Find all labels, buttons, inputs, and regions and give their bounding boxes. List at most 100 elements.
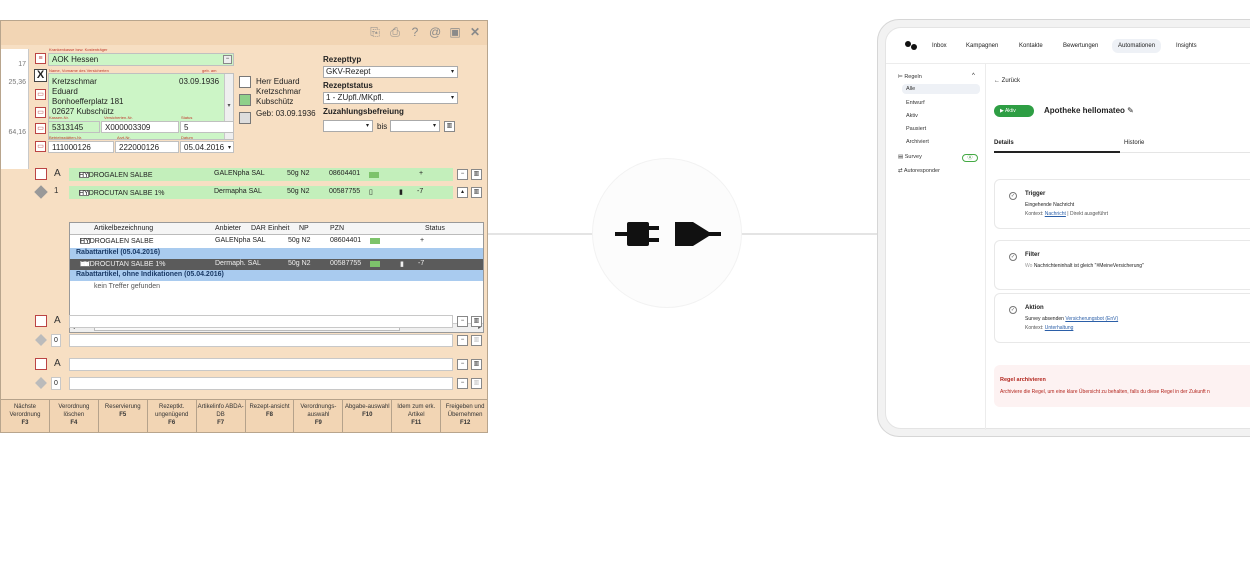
split-icon[interactable]: ▥ bbox=[471, 335, 482, 346]
empty-article-row[interactable] bbox=[69, 334, 453, 347]
col-einheit[interactable]: Einheit bbox=[268, 225, 290, 232]
calendar-icon[interactable]: ▭ bbox=[35, 89, 46, 100]
trash-icon[interactable]: ▥ bbox=[471, 359, 482, 370]
check-icon[interactable] bbox=[239, 94, 251, 106]
nav-automationen[interactable]: Automationen bbox=[1112, 39, 1162, 53]
clear-icon[interactable]: ▥ bbox=[444, 121, 455, 132]
clipboard-icon[interactable]: ⎘ bbox=[370, 25, 380, 39]
nav-bewertungen[interactable]: Bewertungen bbox=[1063, 43, 1099, 49]
printer-icon[interactable]: ⎙ bbox=[390, 25, 400, 39]
minus-icon[interactable]: − bbox=[223, 55, 232, 64]
empty-article-row[interactable] bbox=[69, 377, 453, 390]
sidebar-item-aktiv[interactable]: Aktiv bbox=[906, 113, 918, 119]
context-link[interactable]: Nachricht bbox=[1044, 211, 1066, 217]
kassen-nr-field[interactable]: 5313145 bbox=[48, 121, 100, 133]
filter-card[interactable]: ✓ Filter Wo Nachrichteninhalt ist gleich… bbox=[994, 240, 1250, 290]
doctor-card-icon[interactable] bbox=[239, 76, 251, 88]
col-np[interactable]: NP bbox=[299, 225, 309, 232]
status-toggle[interactable]: ▶ Aktiv bbox=[994, 105, 1034, 117]
split-icon[interactable]: ▥ bbox=[471, 378, 482, 389]
edit-icon[interactable]: ✎ bbox=[1127, 106, 1134, 115]
patient-scroll[interactable]: ▾ bbox=[224, 74, 233, 139]
rx-icon[interactable] bbox=[35, 168, 47, 180]
delete-x-icon[interactable]: X bbox=[34, 69, 47, 82]
article-row[interactable]: HYDROGALEN SALBE GALENpha SAL 50g N2 086… bbox=[69, 168, 453, 181]
nav-inbox[interactable]: Inbox bbox=[932, 43, 947, 49]
minus-button[interactable]: − bbox=[457, 335, 468, 346]
sidebar-item-autoresponder[interactable]: ⇄ Autoresponder bbox=[898, 168, 940, 174]
window-icon[interactable]: ▣ bbox=[449, 25, 461, 39]
trigger-card[interactable]: ✓ Trigger Eingehende Nachricht Kontext: … bbox=[994, 179, 1250, 229]
rezeptstatus-select[interactable]: 1 - ZUpfl./MKpfl.▾ bbox=[323, 92, 458, 104]
chevron-left-icon[interactable]: ◂ bbox=[72, 325, 76, 331]
rx-icon[interactable] bbox=[35, 358, 47, 370]
up-button[interactable]: ▴ bbox=[457, 187, 468, 198]
diamond-icon[interactable] bbox=[35, 334, 47, 346]
calendar-icon[interactable]: ▭ bbox=[35, 141, 46, 152]
sidebar-item-entwurf[interactable]: Entwurf bbox=[906, 100, 925, 106]
col-status[interactable]: Status bbox=[425, 225, 445, 232]
diamond-icon[interactable] bbox=[35, 377, 47, 389]
nav-kampagnen[interactable]: Kampagnen bbox=[966, 43, 999, 49]
help-icon[interactable]: ? bbox=[411, 25, 419, 39]
sidebar-item-pausiert[interactable]: Pausiert bbox=[906, 126, 927, 132]
chevron-down-icon[interactable]: ▾ bbox=[227, 145, 231, 151]
calendar-icon[interactable]: ▭ bbox=[35, 107, 46, 118]
datum-field[interactable]: 05.04.2016 ▾ bbox=[180, 141, 234, 153]
archive-section[interactable]: Regel archivieren Archiviere die Regel, … bbox=[994, 365, 1250, 407]
col-anbieter[interactable]: Anbieter bbox=[215, 225, 242, 232]
at-icon[interactable]: @ bbox=[429, 25, 442, 39]
minus-button[interactable]: − bbox=[457, 316, 468, 327]
versicherten-nr-field[interactable]: X000003309 bbox=[101, 121, 179, 133]
sidebar-item-archiviert[interactable]: Archiviert bbox=[906, 139, 929, 145]
kasse-icon[interactable]: ≡ bbox=[35, 53, 46, 64]
status-field[interactable]: 5 bbox=[180, 121, 234, 133]
calendar-icon[interactable]: ▭ bbox=[35, 123, 46, 134]
nav-kontakte[interactable]: Kontakte bbox=[1019, 43, 1043, 49]
bs-nr-field[interactable]: 111000126 bbox=[48, 141, 114, 153]
kasse-field[interactable]: AOK Hessen − bbox=[48, 53, 234, 66]
sidebar-item-alle[interactable]: Alle bbox=[902, 84, 980, 94]
diamond-icon[interactable] bbox=[34, 185, 48, 199]
context-link[interactable]: Unterhaltung bbox=[1044, 325, 1074, 331]
back-link[interactable]: ← Zurück bbox=[994, 78, 1021, 84]
action-link[interactable]: Versicherungsbot (EnV) bbox=[1065, 316, 1119, 322]
trash-icon[interactable]: ▥ bbox=[471, 316, 482, 327]
sidebar-item-survey[interactable]: ▤ Survey bbox=[898, 154, 922, 160]
close-icon[interactable]: ✕ bbox=[469, 25, 481, 39]
empty-article-row[interactable] bbox=[69, 358, 453, 371]
minus-button[interactable]: − bbox=[457, 359, 468, 370]
grid-row-selected[interactable]: HYDROCUTAN SALBE 1% Dermaph. SAL 50g N2 … bbox=[70, 259, 483, 270]
nav-insights[interactable]: Insights bbox=[1176, 43, 1197, 49]
tab-historie[interactable]: Historie bbox=[1124, 140, 1145, 146]
rx-icon[interactable] bbox=[35, 315, 47, 327]
arzt-nr-field[interactable]: 222000126 bbox=[115, 141, 179, 153]
col-pzn[interactable]: PZN bbox=[330, 225, 344, 232]
zuzahlung-to-select[interactable]: ▾ bbox=[390, 120, 440, 132]
rezepttyp-select[interactable]: GKV-Rezept▾ bbox=[323, 66, 458, 78]
empty-article-row[interactable] bbox=[69, 315, 453, 328]
grid-row[interactable]: HYDROGALEN SALBE GALENpha SAL 50g N2 086… bbox=[70, 236, 483, 247]
article-row[interactable]: HYDROCUTAN SALBE 1% Dermapha SAL 50g N2 … bbox=[69, 186, 453, 199]
col-artikel[interactable]: Artikelbezeichnung bbox=[94, 225, 154, 232]
action-card[interactable]: ✓ Aktion Survey absenden Versicherungsbo… bbox=[994, 293, 1250, 343]
split-icon[interactable]: ▥ bbox=[471, 187, 482, 198]
chevron-up-icon[interactable]: ^ bbox=[972, 73, 975, 79]
zuzahlung-from-select[interactable]: ▾ bbox=[323, 120, 373, 132]
minus-button[interactable]: − bbox=[457, 378, 468, 389]
tab-details[interactable]: Details bbox=[994, 140, 1014, 146]
chevron-right-icon[interactable]: ▸ bbox=[477, 325, 481, 331]
trash-icon[interactable]: ▥ bbox=[471, 169, 482, 180]
col-dar[interactable]: DAR bbox=[251, 225, 266, 232]
trash-icon[interactable] bbox=[239, 112, 251, 124]
